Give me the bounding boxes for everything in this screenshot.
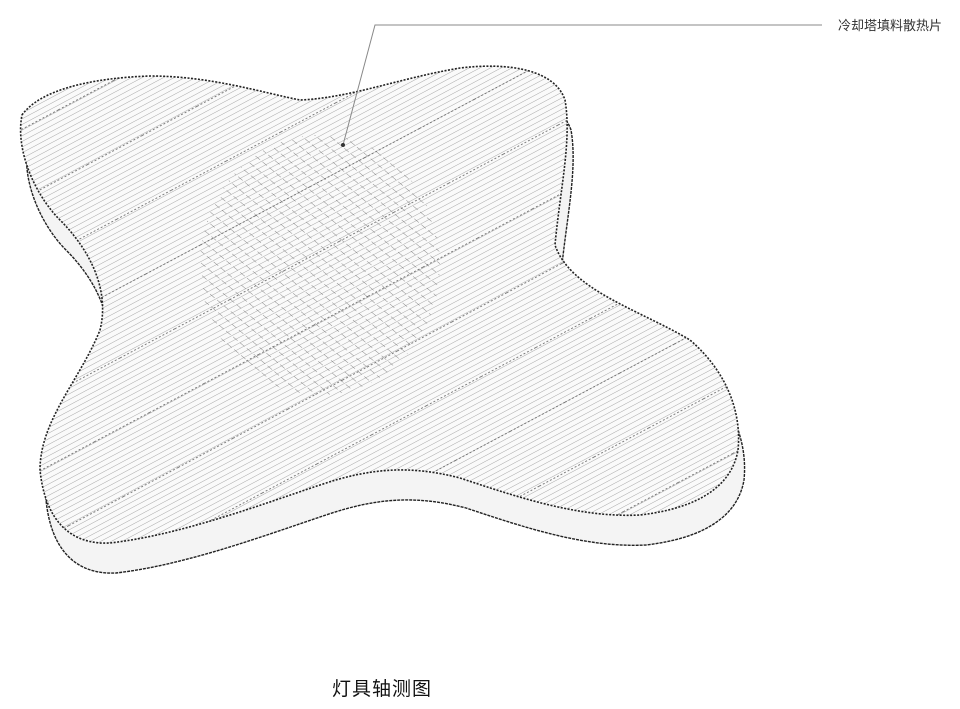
lamp-outline — [19, 65, 740, 544]
callout-leader-line — [342, 24, 822, 146]
callout-label: 冷却塔填料散热片 — [838, 19, 943, 34]
center-cross-hatch — [200, 135, 440, 395]
callout-dot — [341, 143, 345, 147]
drawing-caption: 灯具轴测图 — [332, 678, 433, 700]
